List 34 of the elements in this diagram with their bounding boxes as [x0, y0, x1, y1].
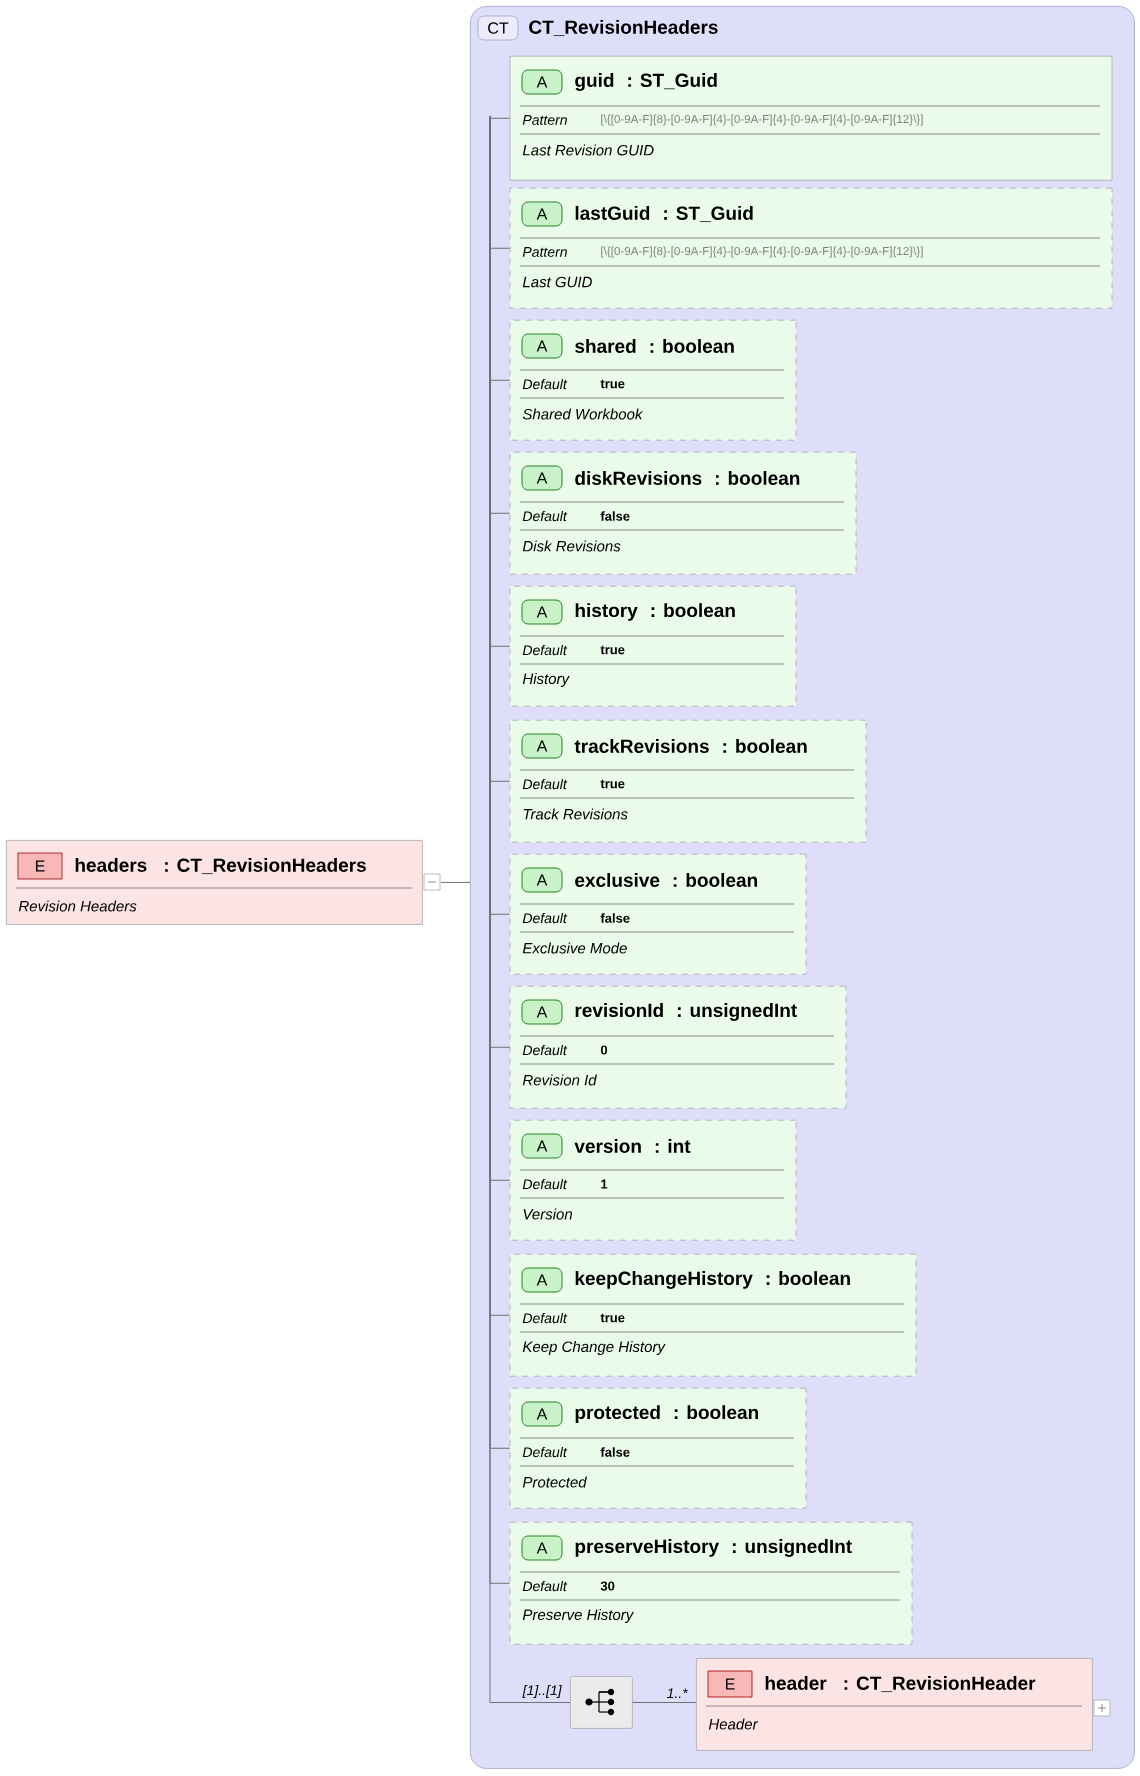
attribute-badge: A — [521, 1535, 563, 1561]
attribute-badge: A — [521, 733, 563, 759]
attribute-badge: A — [521, 599, 563, 625]
attribute-badge: A — [521, 1133, 563, 1159]
attribute-name: lastGuid : ST_Guid — [575, 205, 753, 223]
attribute-badge: A — [521, 333, 563, 359]
attribute-badge: A — [521, 201, 563, 227]
attribute-name: diskRevisions : boolean — [575, 471, 800, 485]
attribute-badge: A — [521, 465, 563, 491]
attribute-name: trackRevisions : boolean — [574, 739, 807, 753]
attribute-badge: A — [521, 867, 563, 893]
element-name: headers : CT_RevisionHeaders — [75, 857, 366, 875]
attribute-name: shared : boolean — [575, 339, 734, 353]
connector-line — [440, 881, 471, 883]
attribute-badge: A — [521, 69, 563, 95]
attribute-name: keepChangeHistory : boolean — [575, 1271, 850, 1289]
attribute-name: protected : boolean — [575, 1405, 758, 1423]
attribute-name: history : boolean — [575, 603, 735, 621]
attribute-name: version : int — [574, 1139, 691, 1153]
element-badge: E — [707, 1670, 753, 1698]
attribute-name: guid : ST_Guid — [575, 73, 717, 91]
connector-line — [489, 115, 571, 1703]
connector-line — [489, 115, 511, 119]
element-name: header : CT_RevisionHeader — [765, 1676, 1036, 1693]
connector-line — [632, 1701, 697, 1703]
attribute-name: revisionId : unsignedInt — [575, 1003, 797, 1021]
element-badge: E — [17, 852, 63, 880]
attribute-name: exclusive : boolean — [575, 873, 757, 887]
attribute-badge: A — [521, 999, 563, 1025]
attribute-name: preserveHistory : unsignedInt — [575, 1539, 852, 1557]
type-name: CT_RevisionHeaders — [529, 19, 718, 37]
attribute-badge: A — [521, 1267, 563, 1293]
attribute-badge: A — [521, 1401, 563, 1427]
type-badge: CT — [477, 15, 519, 41]
